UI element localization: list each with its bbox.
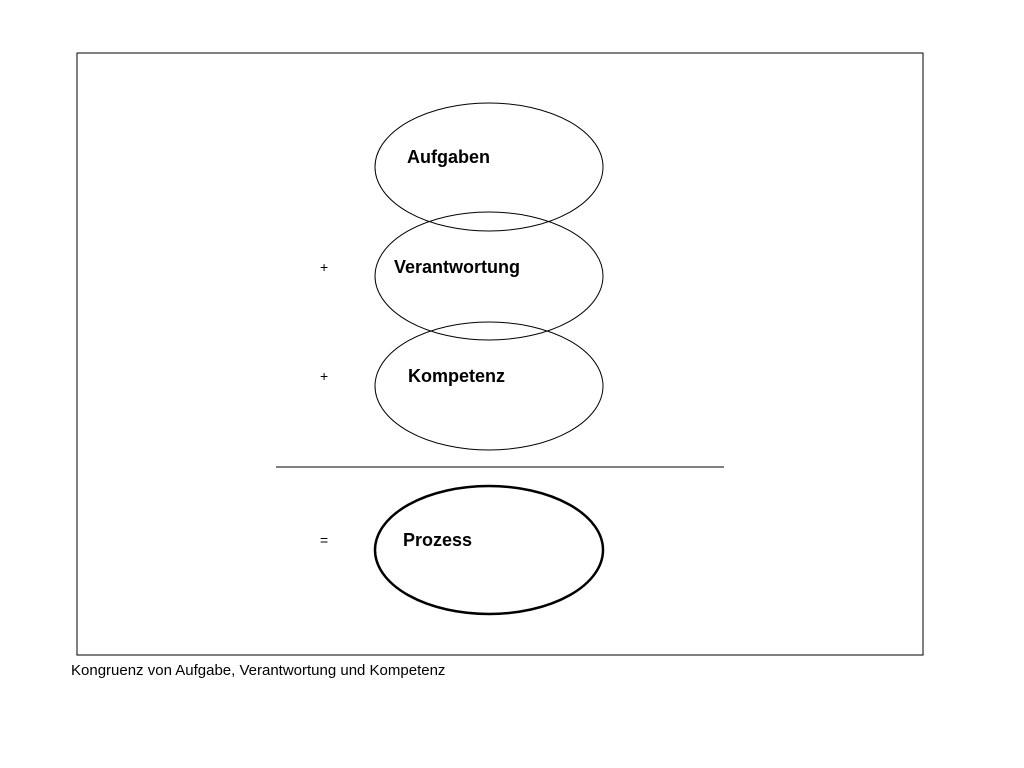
prozess-label: Prozess xyxy=(403,530,472,550)
diagram-frame xyxy=(76,52,924,656)
equals-operator: = xyxy=(320,532,328,548)
kompetenz-ellipse xyxy=(374,321,604,451)
aufgaben-label: Aufgaben xyxy=(407,147,490,167)
prozess-ellipse xyxy=(373,484,605,616)
kompetenz-label: Kompetenz xyxy=(408,366,505,386)
verantwortung-ellipse xyxy=(374,211,604,341)
aufgaben-ellipse xyxy=(374,102,604,232)
figure-caption: Kongruenz von Aufgabe, Verantwortung und… xyxy=(71,662,446,679)
plus-operator-1: + xyxy=(320,259,328,275)
verantwortung-label: Verantwortung xyxy=(394,257,520,277)
plus-operator-2: + xyxy=(320,368,328,384)
